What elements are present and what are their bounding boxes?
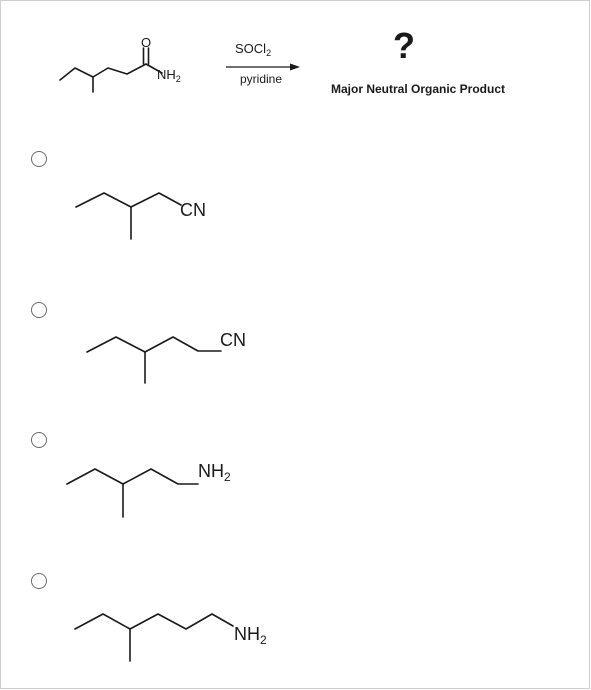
- reactant-amide-prefix: NH: [157, 67, 176, 82]
- option-4-group-prefix: NH: [234, 624, 260, 644]
- option-2-skeleton: [86, 336, 222, 353]
- option-3-group-prefix: NH: [198, 461, 224, 481]
- reagent-bottom-label: pyridine: [240, 72, 282, 86]
- reactant-amide-label: NH2: [157, 67, 181, 84]
- option-1-group-label: CN: [180, 200, 206, 220]
- option-1-group-prefix: CN: [180, 200, 206, 220]
- option-4-group-label: NH2: [234, 624, 267, 647]
- option-2-structure: CN: [86, 330, 246, 384]
- option-2-group-prefix: CN: [220, 330, 246, 350]
- reactant-amide-subscript: 2: [176, 74, 181, 84]
- option-4-skeleton: [74, 613, 234, 630]
- option-3-skeleton: [66, 468, 199, 485]
- reagent-top-prefix: SOCl: [235, 41, 266, 56]
- option-1-radio[interactable]: [31, 151, 47, 167]
- option-1-structure: CN: [75, 192, 206, 240]
- option-3-group-label: NH2: [198, 461, 231, 484]
- reagent-top-subscript: 2: [266, 48, 271, 58]
- option-3-group-subscript: 2: [224, 470, 231, 484]
- option-2-group-label: CN: [220, 330, 246, 350]
- option-2-radio[interactable]: [31, 302, 47, 318]
- reaction-conditions: SOCl2 pyridine: [226, 41, 300, 86]
- option-4-structure: NH2: [74, 613, 267, 662]
- product-caption: Major Neutral Organic Product: [331, 82, 505, 96]
- reaction-arrow-head: [290, 63, 300, 71]
- option-4-group-subscript: 2: [260, 633, 267, 647]
- reactant-structure: O NH2: [59, 35, 181, 93]
- reagent-top-label: SOCl2: [235, 41, 271, 58]
- reactant-oxygen-label: O: [141, 35, 151, 50]
- option-1-skeleton: [75, 192, 182, 208]
- product-question-mark: ?: [393, 25, 415, 66]
- option-3-structure: NH2: [66, 461, 231, 518]
- option-4-radio[interactable]: [31, 573, 47, 589]
- option-3-radio[interactable]: [31, 432, 47, 448]
- product-placeholder: ? Major Neutral Organic Product: [331, 25, 505, 96]
- reactant-skeleton: [59, 63, 163, 81]
